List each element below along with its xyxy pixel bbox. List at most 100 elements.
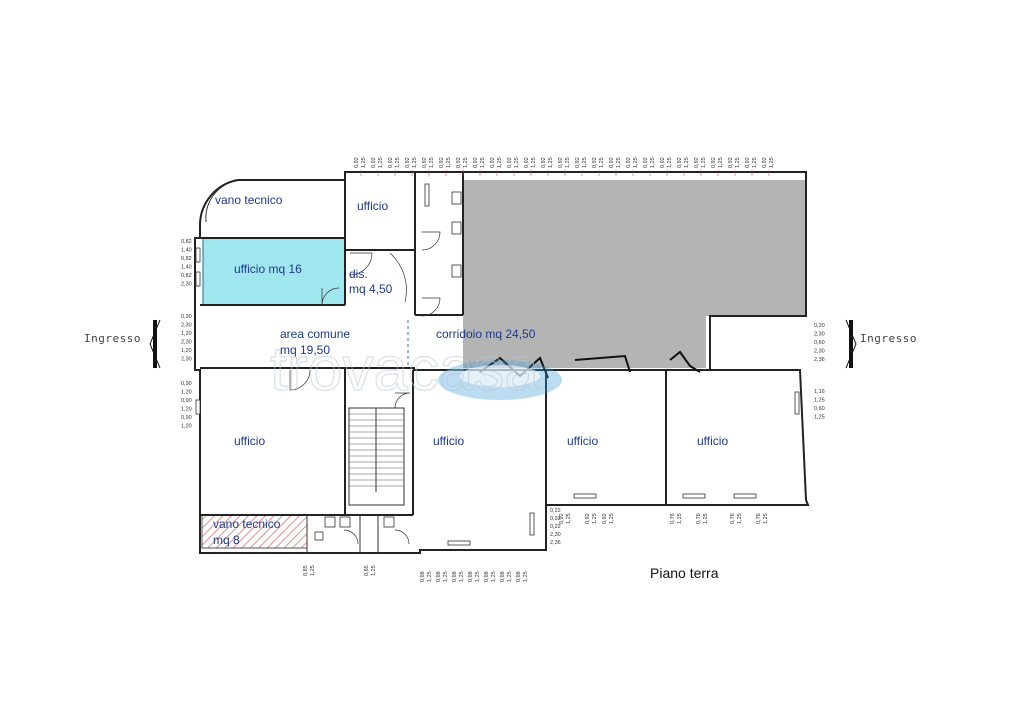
dim-top-13: 1,25 [463, 157, 469, 168]
doors [289, 231, 441, 545]
dim-bottom-right-a-98: 1,25 [592, 513, 598, 524]
dim-top-26: 0,92 [575, 157, 581, 168]
dim-top-37: 1,25 [667, 157, 673, 168]
dim-bottom-mid-81: 0,88 [420, 571, 426, 582]
dim-left-upper-50: 0,82 [181, 239, 192, 245]
dim-top-21: 1,25 [531, 157, 537, 168]
dim-left-lower-67: 1,20 [181, 424, 192, 430]
dim-top-30: 0,92 [609, 157, 615, 168]
dim-top-39: 1,25 [684, 157, 690, 168]
plan-title: Piano terra [650, 565, 719, 581]
room-area-comune-line2: mq 19,50 [280, 343, 330, 357]
dim-bottom-right-b-104: 1,25 [703, 513, 709, 524]
dim-top-4: 0,92 [388, 157, 394, 168]
dim-left-middle-60: 1,20 [181, 348, 192, 354]
dim-top-41: 1,25 [701, 157, 707, 168]
window-markers [195, 183, 800, 546]
room-ufficio-right1: ufficio [567, 434, 598, 448]
dim-top-11: 1,25 [446, 157, 452, 168]
dim-left-middle-58: 1,20 [181, 331, 192, 337]
dim-top-5: 1,25 [395, 157, 401, 168]
dim-bottom-mid-85: 0,88 [452, 571, 458, 582]
room-dis-line1: dis. [349, 267, 368, 281]
dim-bottom-mid-90: 1,25 [491, 571, 497, 582]
dim-right-upper-68: 0,20 [814, 323, 825, 329]
hatched-room-vano-tecnico [201, 514, 308, 549]
dim-bottom-left-78: 1,25 [310, 565, 316, 576]
dim-top-46: 0,92 [745, 157, 751, 168]
dim-top-45: 1,25 [735, 157, 741, 168]
room-vano-tecnico-bottom-line1: vano tecnico [213, 517, 281, 531]
dim-bottom-right-b-106: 1,25 [737, 513, 743, 524]
bathroom-fixtures [314, 191, 462, 541]
dim-bottom-stack-110: 0,92 [550, 516, 561, 522]
dim-bottom-mid-84: 1,25 [443, 571, 449, 582]
dim-top-44: 0,92 [728, 157, 734, 168]
dim-top-40: 0,92 [694, 157, 700, 168]
dim-bottom-right-a-100: 1,25 [609, 513, 615, 524]
dim-bottom-left-79: 0,85 [364, 565, 370, 576]
room-vano-tecnico-top: vano tecnico [215, 193, 283, 207]
dim-bottom-right-b-103: 0,76 [696, 513, 702, 524]
dim-bottom-left-80: 1,25 [371, 565, 377, 576]
interior-walls [200, 172, 800, 553]
dim-top-32: 0,92 [626, 157, 632, 168]
entrance-left-marker [149, 319, 161, 369]
dim-top-8: 0,92 [422, 157, 428, 168]
entrance-right-marker [845, 319, 857, 369]
dim-top-7: 1,25 [412, 157, 418, 168]
dim-bottom-left-77: 0,85 [303, 565, 309, 576]
dim-left-upper-52: 0,82 [181, 256, 192, 262]
dim-bottom-mid-87: 0,88 [468, 571, 474, 582]
dim-right-upper-72: 2,36 [814, 357, 825, 363]
dim-top-49: 1,25 [769, 157, 775, 168]
room-ufficio-mq16: ufficio mq 16 [234, 262, 302, 276]
dim-left-lower-63: 1,20 [181, 390, 192, 396]
dim-bottom-mid-92: 1,25 [507, 571, 513, 582]
shaded-area [463, 180, 806, 368]
dim-bottom-mid-89: 0,88 [484, 571, 490, 582]
dim-top-17: 1,25 [497, 157, 503, 168]
room-ufficio-left: ufficio [234, 434, 265, 448]
dim-top-27: 1,25 [582, 157, 588, 168]
dim-right-lower-75: 0,60 [814, 406, 825, 412]
dim-left-upper-54: 0,82 [181, 273, 192, 279]
room-vano-tecnico-bottom-line2: mq 8 [213, 533, 240, 547]
dim-left-lower-65: 1,20 [181, 407, 192, 413]
dim-bottom-mid-83: 0,88 [436, 571, 442, 582]
dim-top-16: 0,92 [490, 157, 496, 168]
dim-left-middle-61: 2,30 [181, 357, 192, 363]
dim-left-middle-59: 2,30 [181, 340, 192, 346]
dim-top-42: 0,92 [711, 157, 717, 168]
dim-top-18: 0,92 [507, 157, 513, 168]
dim-top-47: 1,25 [752, 157, 758, 168]
dim-right-upper-70: 0,60 [814, 340, 825, 346]
dim-bottom-mid-82: 1,25 [427, 571, 433, 582]
entrance-left-label: Ingresso [84, 332, 141, 345]
dim-top-1: 1,25 [361, 157, 367, 168]
room-dis-line2: mq 4,50 [349, 282, 393, 296]
dim-bottom-right-a-99: 0,92 [602, 513, 608, 524]
dim-top-12: 0,92 [456, 157, 462, 168]
dim-top-9: 1,25 [429, 157, 435, 168]
dim-bottom-mid-94: 1,25 [523, 571, 529, 582]
room-ufficio-top-small: ufficio [357, 199, 388, 213]
dim-top-15: 1,25 [480, 157, 486, 168]
dim-top-0: 0,92 [354, 157, 360, 168]
dim-right-lower-73: 1,16 [814, 389, 825, 395]
dim-top-33: 1,25 [633, 157, 639, 168]
dim-bottom-mid-93: 0,88 [516, 571, 522, 582]
dim-right-lower-76: 1,25 [814, 415, 825, 421]
dim-bottom-right-a-96: 1,25 [566, 513, 572, 524]
dim-top-43: 1,25 [718, 157, 724, 168]
dim-top-6: 0,92 [405, 157, 411, 168]
dim-bottom-right-b-107: 0,76 [756, 513, 762, 524]
dim-bottom-stack-109: 0,22 [550, 508, 561, 514]
dim-top-10: 0,92 [439, 157, 445, 168]
dim-top-25: 1,25 [565, 157, 571, 168]
dim-top-29: 1,25 [599, 157, 605, 168]
entrance-right-label: Ingresso [860, 332, 917, 345]
dim-top-48: 0,92 [762, 157, 768, 168]
room-ufficio-right2: ufficio [697, 434, 728, 448]
outer-walls [194, 171, 810, 554]
